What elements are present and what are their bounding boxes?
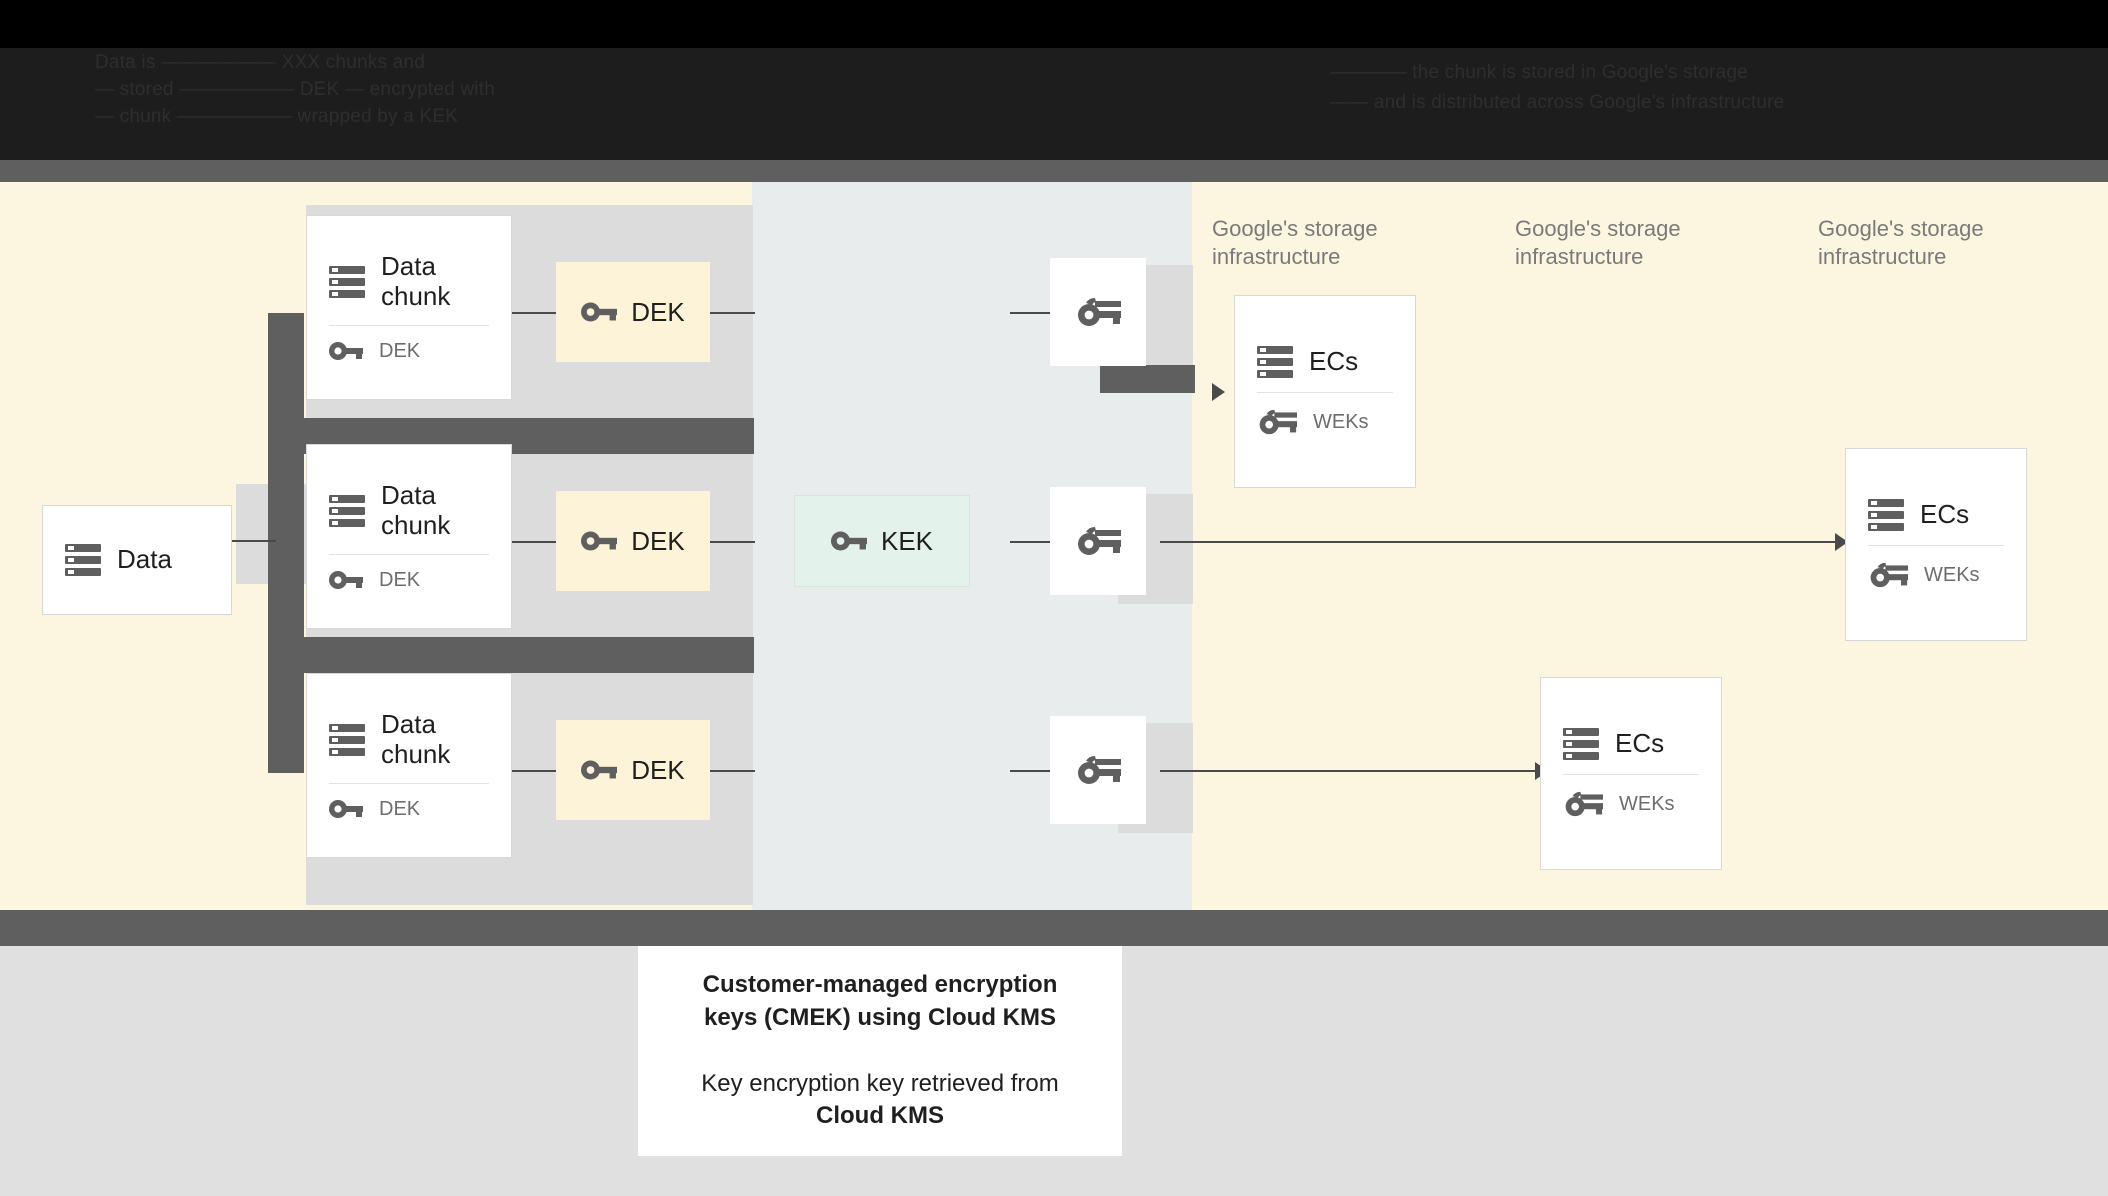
caption-panel: Customer-managed encryption keys (CMEK) … (638, 946, 1122, 1156)
data-chunk-card-2[interactable]: Data chunk DEK (306, 444, 512, 629)
key-icon (329, 341, 363, 361)
fork-out-top (1100, 365, 1195, 393)
arrowline-storage-3 (1160, 770, 1540, 772)
top-banner: Data is —————— XXX chunks and — stored —… (0, 0, 2108, 160)
line-chunk1-to-dek (512, 312, 557, 314)
fork-branch-mid (268, 637, 754, 673)
data-chunk-key-label: DEK (379, 339, 421, 362)
wrapped-key-tile-1[interactable] (1050, 258, 1146, 366)
caption-detail-emphasis: Cloud KMS (816, 1102, 944, 1130)
data-chunk-key-label: DEK (379, 568, 421, 591)
banner-text-line-1: Data is —————— XXX chunks and (95, 52, 425, 73)
line-kek-to-wek1 (1010, 312, 1052, 314)
line-chunk2-to-dek (512, 541, 557, 543)
card-divider (329, 324, 489, 326)
server-stack-icon (1868, 499, 1904, 531)
key-icon (830, 530, 867, 552)
key-icon (581, 530, 618, 552)
card-divider (1563, 774, 1699, 775)
line-kek-to-wek3 (1010, 770, 1052, 772)
dek-box-label: DEK (631, 296, 685, 327)
line-chunk3-to-dek (512, 770, 557, 772)
banner-text-line-3: — chunk —————— wrapped by a KEK (95, 106, 459, 127)
card-divider (1257, 392, 1393, 393)
banner-dark-band (0, 48, 2108, 160)
data-chunk-label: Data chunk (381, 480, 451, 540)
key-icon (581, 301, 618, 323)
dek-box-1[interactable]: DEK (556, 262, 710, 362)
caption-detail-prefix: Key encryption key retrieved from (701, 1070, 1059, 1097)
server-stack-icon (1257, 346, 1293, 378)
data-card-label: Data (117, 544, 172, 575)
ecs-card-label: ECs (1615, 728, 1665, 759)
ecs-card-label: ECs (1920, 499, 1970, 530)
card-divider (1868, 545, 2004, 546)
data-chunk-card-1[interactable]: Data chunk DEK (306, 215, 512, 400)
ecs-card-key-label: WEKs (1313, 410, 1369, 433)
ecs-card-3[interactable]: ECs WEKs (1540, 677, 1722, 870)
dek-box-3[interactable]: DEK (556, 720, 710, 820)
server-stack-icon (329, 723, 365, 756)
diagram-top-rule (0, 160, 2108, 182)
card-divider (329, 782, 489, 784)
key-icon (329, 570, 363, 590)
line-dek1-to-kek (710, 312, 755, 314)
double-key-icon (1868, 560, 1908, 590)
line-data-to-fork (228, 540, 276, 542)
data-chunk-key-label: DEK (379, 797, 421, 820)
ecs-card-1[interactable]: ECs WEKs (1234, 295, 1416, 488)
kek-box-label: KEK (880, 525, 934, 556)
data-card[interactable]: Data (42, 505, 232, 615)
double-key-icon (1075, 295, 1121, 329)
ecs-card-key-label: WEKs (1924, 563, 1980, 586)
banner-text-line-2: — stored —————— DEK — encrypted with (95, 79, 495, 100)
arrowhead-storage-2 (1835, 533, 1848, 551)
infra-label-2: Google's storage infrastructure (1515, 216, 1681, 270)
double-key-icon (1075, 524, 1121, 558)
infra-label-3: Google's storage infrastructure (1818, 216, 1984, 270)
ecs-card-label: ECs (1309, 346, 1359, 377)
banner-text-line-4: ———— the chunk is stored in Google's sto… (1330, 62, 1748, 83)
ecs-card-key-label: WEKs (1619, 792, 1675, 815)
dek-box-label: DEK (631, 525, 685, 556)
server-stack-icon (329, 265, 365, 298)
ecs-card-2[interactable]: ECs WEKs (1845, 448, 2027, 641)
line-kek-to-wek2 (1010, 541, 1052, 543)
data-chunk-label: Data chunk (381, 251, 451, 311)
dek-box-2[interactable]: DEK (556, 491, 710, 591)
line-dek3-to-kek (710, 770, 755, 772)
banner-text-line-5: —— and is distributed across Google's in… (1330, 92, 1785, 113)
caption-detail: Key encryption key retrieved from Cloud … (701, 1068, 1058, 1133)
dek-box-label: DEK (631, 754, 685, 785)
line-dek2-to-kek (710, 541, 755, 543)
fork-spine (268, 313, 304, 773)
arrowhead-storage-1 (1212, 383, 1225, 401)
double-key-icon (1563, 789, 1603, 819)
data-chunk-label: Data chunk (381, 709, 451, 769)
arrowline-storage-2 (1160, 541, 1840, 543)
caption-headline: Customer-managed encryption keys (CMEK) … (702, 971, 1058, 1031)
key-icon (581, 759, 618, 781)
diagram-bottom-rule (0, 910, 2108, 946)
kek-box[interactable]: KEK (794, 495, 970, 587)
key-icon (329, 799, 363, 819)
data-chunk-card-3[interactable]: Data chunk DEK (306, 673, 512, 858)
wrapped-key-tile-3[interactable] (1050, 716, 1146, 824)
double-key-icon (1257, 407, 1297, 437)
double-key-icon (1075, 753, 1121, 787)
wrapped-key-tile-2[interactable] (1050, 487, 1146, 595)
server-stack-icon (1563, 728, 1599, 760)
server-stack-icon (65, 544, 101, 576)
card-divider (329, 553, 489, 555)
infra-label-1: Google's storage infrastructure (1212, 216, 1378, 270)
server-stack-icon (329, 494, 365, 527)
